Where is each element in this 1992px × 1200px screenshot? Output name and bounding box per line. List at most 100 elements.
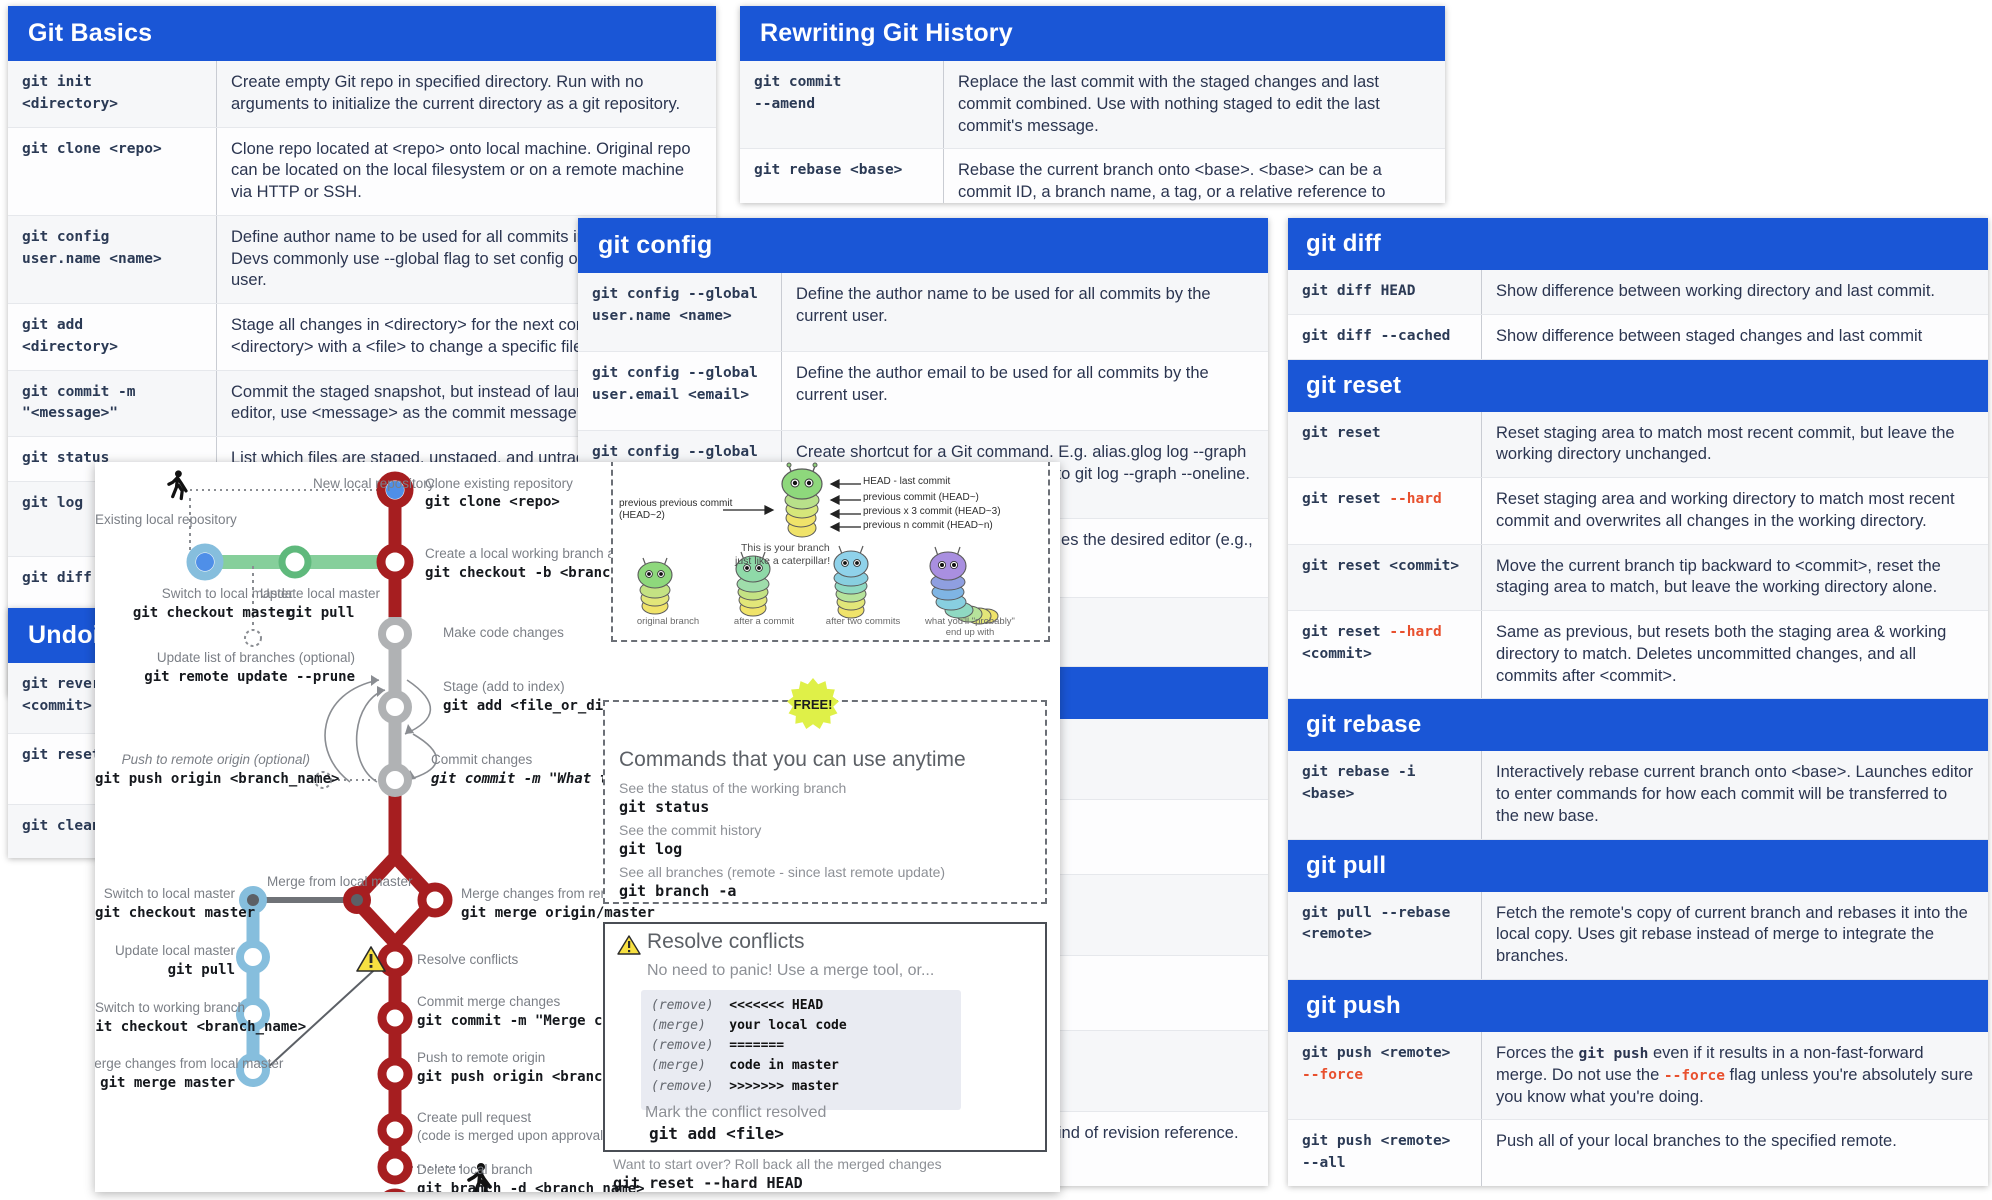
cell-command: git commit -m "<message>" (8, 370, 217, 438)
cell-command: git reset --hard (1288, 477, 1482, 545)
cell-command: git init <directory> (8, 61, 217, 128)
caterpillar-bottom-caption-1: after a commit (733, 616, 795, 627)
desc-part-a: Forces the (1496, 1044, 1579, 1063)
conflict-key: (remove) (651, 998, 714, 1013)
command-merge-origin-master: git merge origin/master (461, 905, 655, 921)
conflict-value: your local code (729, 1018, 847, 1034)
caterpillar-diagram-svg (637, 462, 999, 625)
command-clone: git clone <repo> (425, 494, 560, 510)
table-row: git reset --hard<commit> Same as previou… (1288, 610, 1988, 700)
table-git-reset: git reset Reset staging area to match mo… (1288, 411, 1988, 700)
conflicts-mark-label: Mark the conflict resolved (645, 1104, 827, 1121)
label-existing-local-repository: Existing local repository (95, 512, 237, 527)
cell-description: Interactively rebase current branch onto… (1481, 751, 1988, 840)
anytime-cmd-1: git log (619, 840, 683, 858)
conflicts-rollback-label: Want to start over? Roll back all the me… (613, 1156, 942, 1172)
desc-part-b: even if it results in a non-fast-forward… (1496, 1044, 1924, 1084)
branch-graph-svg (167, 470, 463, 1192)
label-update-branches: Update list of branches (optional) (156, 650, 355, 665)
conflict-code-block: (remove) <<<<<<< HEAD (merge) your local… (641, 990, 961, 1110)
cell-description: Create empty Git repo in specified direc… (216, 61, 716, 128)
command-push-origin: git push origin <branch_name> (417, 1069, 662, 1085)
loop-arrow-2 (355, 689, 386, 783)
conflicts-title: Resolve conflicts (647, 930, 805, 953)
cell-command: git push <remote>--force (1288, 1032, 1482, 1121)
cell-command: git reset (1288, 411, 1482, 479)
label-delete-local-branch: Delete local branch (417, 1162, 533, 1177)
node-merge-left (343, 886, 371, 914)
anytime-label-0: See the status of the working branch (619, 780, 847, 796)
cell-command: git config user.name <name> (8, 215, 217, 305)
table-git-pull: git pull --rebase <remote>Fetch the remo… (1288, 891, 1988, 981)
cell-command: git rebase -i <base> (1288, 751, 1482, 840)
cell-command-flag: --force (1302, 1066, 1364, 1083)
panel-title-git-rebase: git rebase (1288, 699, 1988, 752)
conflict-code-row: (remove) ======= (651, 1036, 951, 1056)
command-merge-master: git merge master (100, 1075, 235, 1091)
label-push-remote-origin-optional: Push to remote origin (optional) (121, 752, 310, 767)
table-row: git config --global user.name <name>Defi… (578, 273, 1268, 352)
warning-triangle-icon-box (617, 935, 641, 955)
cell-description: Move the current branch tip backward to … (1481, 544, 1988, 612)
caterpillar-bottom-caption-0: original branch (636, 616, 700, 627)
cell-description: Fetch the remote's copy of current branc… (1481, 891, 1988, 981)
optional-node-prune (244, 629, 262, 647)
label-switch-local-master: Switch to local master (161, 586, 293, 601)
conflict-value: ======= (729, 1038, 785, 1054)
table-row: git pull --rebase <remote>Fetch the remo… (1288, 891, 1988, 981)
table-git-push: git push <remote>--force Forces the git … (1288, 1032, 1988, 1186)
cell-command: git diff --cached (1288, 314, 1482, 360)
label-clone-existing-repository: Clone existing repository (425, 476, 573, 491)
command-remote-update-prune: git remote update --prune (144, 669, 355, 685)
table-row: git rebase -i <base>Interactively rebase… (1288, 751, 1988, 840)
node-checkout-branch (236, 997, 270, 1031)
cell-command: git push <remote> --all (1288, 1119, 1482, 1186)
warning-triangle-icon (356, 946, 386, 972)
label-make-code-changes: Make code changes (443, 625, 564, 640)
table-row: git reset --hard Reset staging area and … (1288, 477, 1988, 545)
label-stage: Stage (add to index) (443, 679, 565, 694)
cell-description: Same as previous, but resets both the st… (1481, 610, 1988, 700)
conflict-key: (remove) (651, 1038, 714, 1054)
conflict-code-row: (merge) your local code (651, 1016, 951, 1036)
conflict-code-row: (remove) <<<<<<< HEAD (651, 996, 951, 1016)
cell-description: Define the author email to be used for a… (781, 351, 1268, 431)
conflicts-rollback-cmd: git reset --hard HEAD (613, 1174, 803, 1192)
loop-arrow-4 (406, 733, 438, 781)
node-push-origin (377, 1056, 413, 1092)
table-row: git rebase <base>Rebase the current bran… (740, 148, 1445, 203)
caterpillar-prev3-label: previous x 3 commit (HEAD~3) (863, 506, 1001, 517)
command-checkout-master: git checkout master (132, 605, 293, 621)
node-merge-remote (417, 882, 453, 918)
conflict-key: (merge) (651, 1058, 706, 1074)
table-row: git reset <commit> Move the current bran… (1288, 544, 1988, 612)
node-switch-master (239, 886, 267, 914)
conflict-key: (merge) (651, 1018, 706, 1034)
cell-description: Show difference between staged changes a… (1481, 314, 1988, 360)
caterpillar-prevprev-label: previous previous commit (HEAD~2) (619, 498, 733, 521)
label-update-local-master-2: Update local master (114, 943, 235, 958)
cell-command-flag: --hard (1389, 624, 1442, 641)
label-create-pull-request-sub: (code is merged upon approval) (417, 1128, 608, 1143)
cell-command: git config --global user.email <email> (578, 351, 782, 431)
label-merge-from-local-master: Merge from local master (267, 874, 413, 889)
panel-title-git-pull: git pull (1288, 839, 1988, 892)
conflict-value: code in master (729, 1058, 839, 1074)
cell-description: Show difference between working director… (1481, 270, 1988, 315)
panel-title-git-diff: git diff (1288, 218, 1988, 270)
command-pull: git pull (287, 605, 355, 621)
label-new-local-repository: New local repository (313, 476, 435, 491)
table-row: git init <directory>Create empty Git rep… (8, 61, 716, 128)
conflict-arrow (264, 961, 384, 1071)
label-switch-working-branch: Switch to working branch (95, 1000, 246, 1015)
table-git-rebase: git rebase -i <base>Interactively rebase… (1288, 751, 1988, 840)
node-commit-merge (377, 1000, 413, 1036)
conflict-code-row: (remove) >>>>>>> master (651, 1077, 951, 1097)
caterpillar-prevn-label: previous n commit (HEAD~n) (863, 520, 993, 531)
caterpillar-bottom-caption-3: what you'll "probably" end up with (925, 616, 1015, 638)
